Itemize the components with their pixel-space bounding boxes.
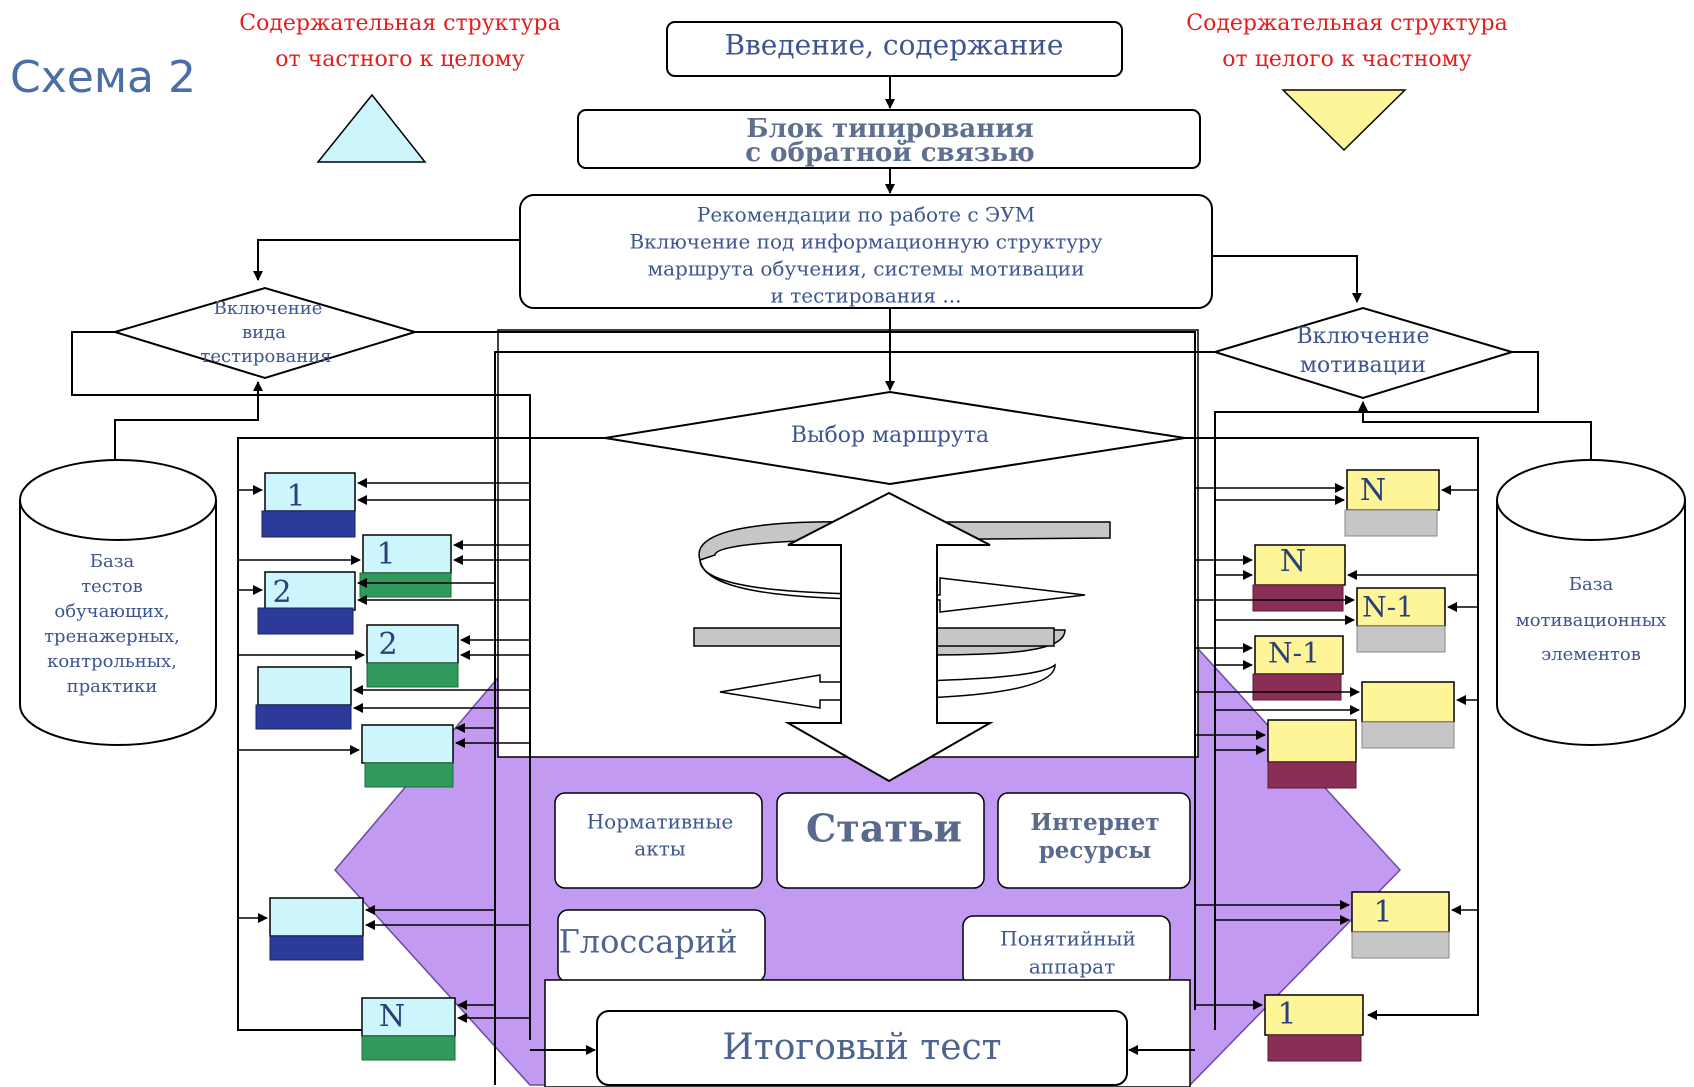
concepts-line2: аппарат xyxy=(1029,955,1115,979)
decision-test-line1: Включение xyxy=(214,298,323,319)
left-module-b2: 2 xyxy=(366,624,459,688)
left-caption-line1: Содержательная структура xyxy=(239,11,560,36)
recs-line2: Включение под информационную структуру xyxy=(629,230,1102,254)
left-module-a4 xyxy=(269,897,364,961)
tip-block-line2: с обратной связью xyxy=(745,138,1034,168)
double-arrow-icon xyxy=(784,491,994,783)
right-module-a2: N-1 xyxy=(1356,587,1446,653)
glossary-text: Глоссарий xyxy=(559,923,738,961)
triangle-up-icon xyxy=(316,93,427,163)
right-module-b1: N xyxy=(1252,544,1346,612)
svg-text:N: N xyxy=(1280,544,1306,579)
svg-text:1: 1 xyxy=(376,537,395,572)
svg-text:N: N xyxy=(379,999,405,1034)
recs-line3: маршрута обучения, системы мотивации xyxy=(648,257,1085,281)
decision-test-line2: вида xyxy=(242,322,286,343)
right-caption-line2: от целого к частному xyxy=(1222,47,1471,72)
left-module-b3 xyxy=(361,724,454,788)
svg-text:2: 2 xyxy=(272,575,291,610)
recs-line1: Рекомендации по работе с ЭУМ xyxy=(697,203,1035,227)
svg-text:N: N xyxy=(1360,473,1386,508)
right-module-a1: N xyxy=(1344,469,1440,537)
tests-db-line1: База xyxy=(90,551,135,572)
tests-db-line5: контрольных, xyxy=(47,651,177,672)
tests-db-line4: тренажерных, xyxy=(44,626,180,647)
articles-text: Статьи xyxy=(806,806,962,851)
tests-db-line3: обучающих, xyxy=(54,601,169,622)
right-module-b4: 1 xyxy=(1264,994,1364,1062)
normative-line1: Нормативные xyxy=(587,810,734,834)
normative-acts-box xyxy=(554,792,763,889)
internet-line1: Интернет xyxy=(1030,809,1159,836)
concepts-line1: Понятийный xyxy=(1000,927,1136,951)
articles-box xyxy=(776,792,985,889)
left-module-b4: N xyxy=(361,997,456,1061)
tests-db-line2: тестов xyxy=(81,576,143,597)
decision-motiv-line2: мотивации xyxy=(1300,353,1426,378)
scheme-title: Схема 2 xyxy=(10,52,196,103)
internet-line2: ресурсы xyxy=(1039,837,1152,864)
svg-text:1: 1 xyxy=(1373,895,1392,930)
tests-database-cylinder xyxy=(19,500,217,746)
svg-text:2: 2 xyxy=(378,627,397,662)
motiv-db-line3: элементов xyxy=(1541,644,1641,665)
right-module-a3 xyxy=(1361,681,1455,749)
right-module-a4: 1 xyxy=(1351,891,1450,959)
final-test-box xyxy=(596,1010,1128,1086)
final-test-text: Итоговый тест xyxy=(722,1027,1001,1068)
left-module-b1: 1 xyxy=(359,534,452,598)
decision-motiv-line1: Включение xyxy=(1297,324,1430,349)
motivation-database-cylinder xyxy=(1496,500,1686,746)
motiv-db-line1: База xyxy=(1569,574,1614,595)
svg-text:1: 1 xyxy=(1277,997,1296,1032)
tests-db-line6: практики xyxy=(67,676,158,697)
left-caption-line2: от частного к целому xyxy=(275,47,524,72)
left-module-a1: 1 xyxy=(261,472,356,538)
right-module-b2: N-1 xyxy=(1252,635,1344,701)
intro-box xyxy=(666,21,1123,77)
triangle-down-icon xyxy=(1281,89,1407,152)
intro-text: Введение, содержание xyxy=(724,29,1063,62)
route-choice-text: Выбор маршрута xyxy=(791,423,989,448)
right-module-b3 xyxy=(1267,719,1357,789)
decision-test-line3: тестирования xyxy=(200,346,331,367)
right-caption-line1: Содержательная структура xyxy=(1186,11,1507,36)
svg-text:1: 1 xyxy=(286,479,305,514)
recommendations-box xyxy=(519,194,1213,309)
normative-line2: акты xyxy=(634,837,685,861)
recs-line4: и тестирования ... xyxy=(771,284,962,308)
motiv-db-line2: мотивационных xyxy=(1516,610,1667,631)
left-module-a3 xyxy=(255,666,352,730)
left-module-a2: 2 xyxy=(257,571,356,635)
svg-text:N-1: N-1 xyxy=(1268,637,1320,670)
tip-block-line1: Блок типирования xyxy=(746,114,1033,144)
internet-resources-box xyxy=(997,792,1191,889)
svg-text:N-1: N-1 xyxy=(1362,591,1414,624)
